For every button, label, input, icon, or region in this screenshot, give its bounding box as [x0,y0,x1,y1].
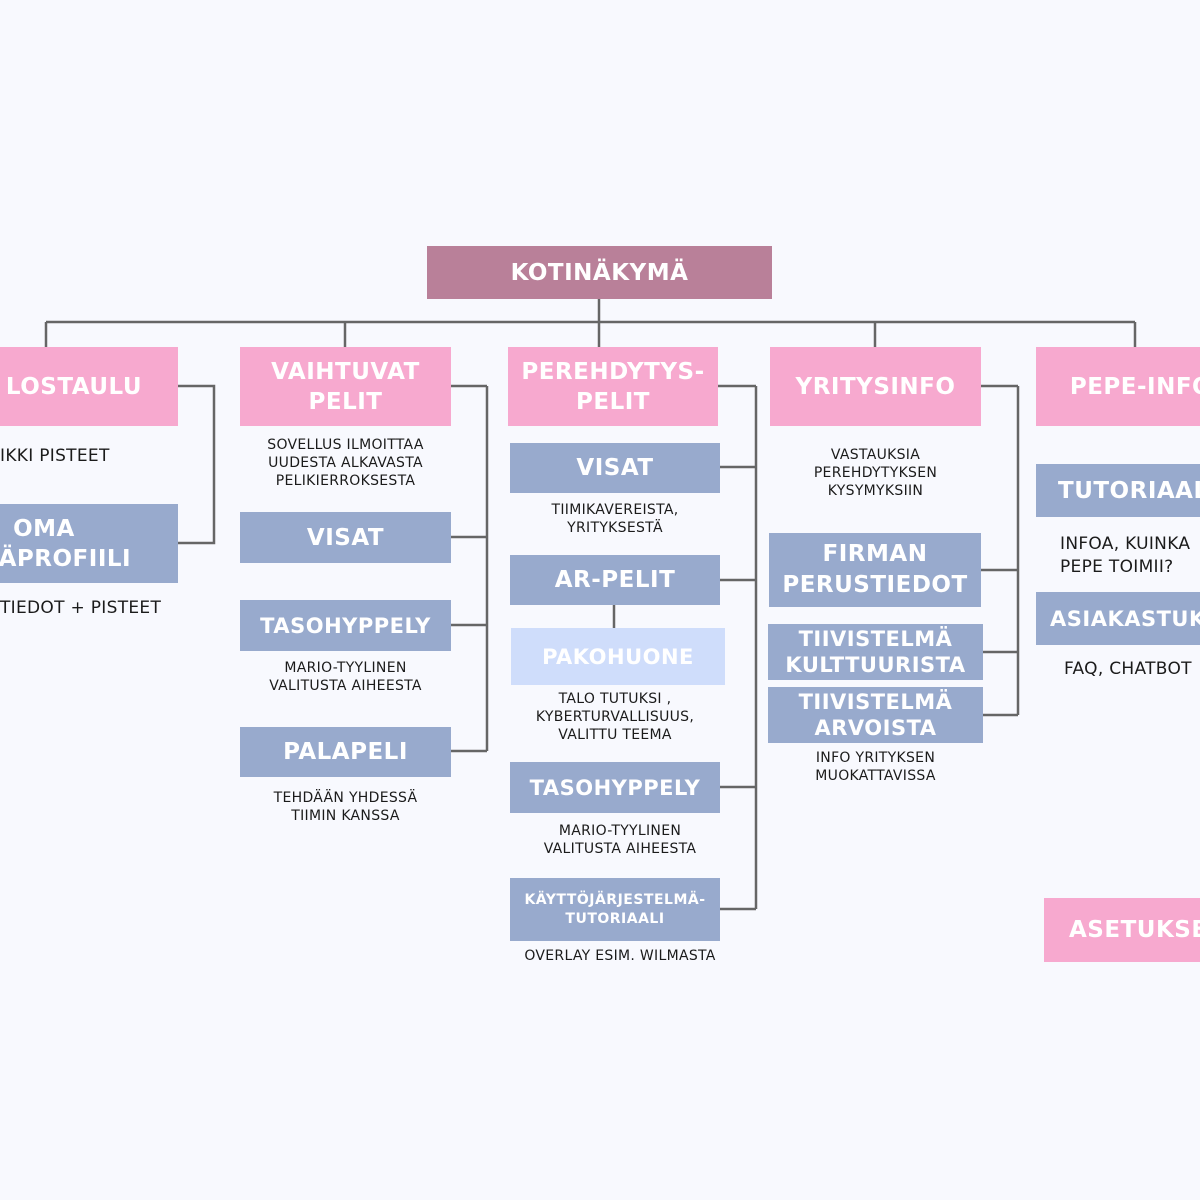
note-profiili-tiedot: TIEDOT + PISTEET [0,598,162,618]
note-yritysinfo: VASTAUKSIA PEREHDYTYKSEN KYSYMYKSIIN [813,447,938,499]
note-tutoriaali: INFOA, KUINKA PEPE TOIMII? [1060,534,1191,577]
item-node-tiivistelma-kulttuurista: TIIVISTELMÄ KULTTUURISTA [768,624,983,680]
category-node-yritysinfo: YRITYSINFO [770,347,981,426]
note-vaihtuvat-pelit: SOVELLUS ILMOITTAA UUDESTA ALKAVASTA PEL… [267,437,424,489]
category-node-lostaulu: LOSTAULU [0,347,178,426]
item-node-kayttojarjestelma-tutoriaali: KÄYTTÖJÄRJESTELMÄ- TUTORIAALI [510,878,720,941]
note-info-muokattavissa: INFO YRITYKSEN MUOKATTAVISSA [815,750,936,784]
item-node-ar-pelit: AR-PELIT [510,555,720,605]
note-pakohuone: TALO TUTUKSI , KYBERTURVALLISUUS, VALITT… [535,691,695,743]
item-node-tiivistelma-arvoista: TIIVISTELMÄ ARVOISTA [768,687,983,743]
item-node-firman-perustiedot: FIRMAN PERUSTIEDOT [769,533,981,607]
category-node-perehdytyspelit: PEREHDYTYS- PELIT [508,347,718,426]
category-node-pepe-info: PEPE-INFO [1036,347,1200,426]
note-palapeli: TEHDÄÄN YHDESSÄ TIIMIN KANSSA [273,790,418,824]
category-node-asetukset: ASETUKSE [1044,898,1200,962]
item-node-tasohyppely: TASOHYPPELY [240,600,451,651]
note-visat-perehdytys: TIIMIKAVEREISTA, YRITYKSESTÄ [551,502,679,536]
note-tasohyppely-perehdytys: MARIO-TYYLINEN VALITUSTA AIHEESTA [543,823,697,857]
root-node-kotinakyma: KOTINÄKYMÄ [427,246,772,299]
item-node-oma-pelaajaprofiili: OMA TÄJÄPROFIILI [0,504,178,583]
item-node-palapeli: PALAPELI [240,727,451,777]
item-node-tutoriaali: TUTORIAAL [1036,464,1200,517]
item-node-asiakastuki: ASIAKASTUK [1036,592,1200,645]
note-tasohyppely: MARIO-TYYLINEN VALITUSTA AIHEESTA [269,660,422,694]
item-node-visat: VISAT [240,512,451,563]
note-lostaulu-pisteet: IKKI PISTEET [0,446,110,466]
note-overlay-wilma: OVERLAY ESIM. WILMASTA [524,948,716,964]
item-node-pakohuone: PAKOHUONE [511,628,725,685]
category-node-vaihtuvat-pelit: VAIHTUVAT PELIT [240,347,451,426]
item-node-visat-perehdytys: VISAT [510,443,720,493]
item-node-tasohyppely-perehdytys: TASOHYPPELY [510,762,720,813]
note-faq-chatbot: FAQ, CHATBOT [1064,659,1192,679]
